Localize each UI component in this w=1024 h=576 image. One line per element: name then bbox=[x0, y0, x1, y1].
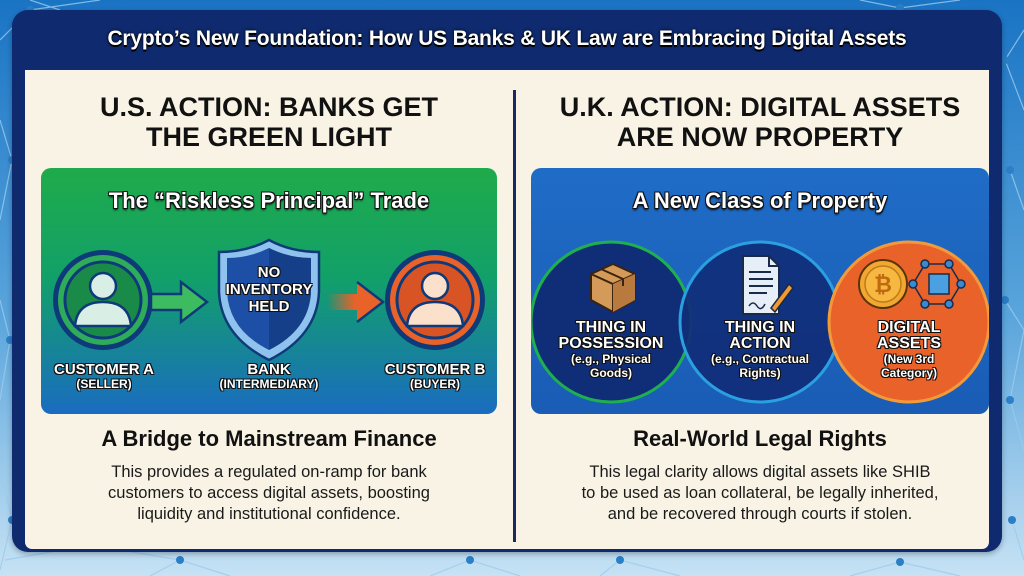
contract-icon bbox=[742, 255, 794, 315]
us-body-text: This provides a regulated on-ramp for ba… bbox=[108, 463, 430, 523]
thing-in-action-label: THING IN ACTION (e.g., Contractual Right… bbox=[710, 319, 809, 381]
us-heading-line1: U.S. ACTION: BANKS GET bbox=[99, 92, 438, 122]
customer-b-label: CUSTOMER B (BUYER) bbox=[384, 361, 486, 391]
new-class-title: A New Class of Property bbox=[632, 188, 888, 213]
bitcoin-icon: ₿ bbox=[858, 259, 908, 309]
bank-shield-icon bbox=[217, 238, 321, 362]
property-venn-diagram: ₿ THING bbox=[531, 222, 989, 412]
uk-heading: U.K. ACTION: DIGITAL ASSETS ARE NOW PROP… bbox=[525, 92, 995, 158]
trade-flow-diagram: NO INVENTORY HELD CUSTOMER A (SELLER) BA… bbox=[41, 236, 497, 411]
arrow-right-icon bbox=[149, 279, 210, 325]
box-icon bbox=[590, 262, 636, 314]
us-panel: U.S. ACTION: BANKS GET THE GREEN LIGHT T… bbox=[35, 70, 503, 549]
riskless-principal-card: The “Riskless Principal” Trade bbox=[41, 168, 497, 414]
riskless-principal-title: The “Riskless Principal” Trade bbox=[108, 188, 430, 213]
uk-panel: U.K. ACTION: DIGITAL ASSETS ARE NOW PROP… bbox=[525, 70, 995, 549]
thing-in-possession-label: THING IN POSSESSION (e.g., Physical Good… bbox=[558, 319, 664, 381]
uk-body-text: This legal clarity allows digital assets… bbox=[581, 463, 939, 523]
us-heading-line2: THE GREEN LIGHT bbox=[145, 122, 392, 152]
blockchain-icon bbox=[908, 259, 966, 309]
svg-text:₿: ₿ bbox=[874, 273, 892, 298]
uk-subhead: Real-World Legal Rights bbox=[633, 426, 887, 451]
customer-a-label: CUSTOMER A (SELLER) bbox=[53, 361, 154, 391]
uk-heading-line1: U.K. ACTION: DIGITAL ASSETS bbox=[559, 92, 961, 122]
no-inventory-held-label: NO INVENTORY HELD bbox=[225, 264, 313, 315]
customer-a-person-icon bbox=[53, 250, 153, 350]
us-heading: U.S. ACTION: BANKS GET THE GREEN LIGHT bbox=[35, 92, 503, 158]
vertical-divider bbox=[513, 90, 516, 542]
new-class-of-property-card: A New Class of Property bbox=[531, 168, 989, 414]
uk-heading-line2: ARE NOW PROPERTY bbox=[616, 122, 904, 152]
bank-label: BANK (INTERMEDIARY) bbox=[219, 361, 319, 391]
customer-b-person-icon bbox=[385, 250, 485, 350]
us-subhead: A Bridge to Mainstream Finance bbox=[101, 426, 437, 451]
page-title: Crypto’s New Foundation: How US Banks & … bbox=[107, 27, 907, 50]
digital-assets-label: DIGITAL ASSETS (New 3rd Category) bbox=[876, 319, 941, 381]
arrow-right-icon bbox=[327, 281, 386, 323]
infographic-frame: Crypto’s New Foundation: How US Banks & … bbox=[12, 10, 1002, 552]
content-area: U.S. ACTION: BANKS GET THE GREEN LIGHT T… bbox=[22, 70, 992, 552]
